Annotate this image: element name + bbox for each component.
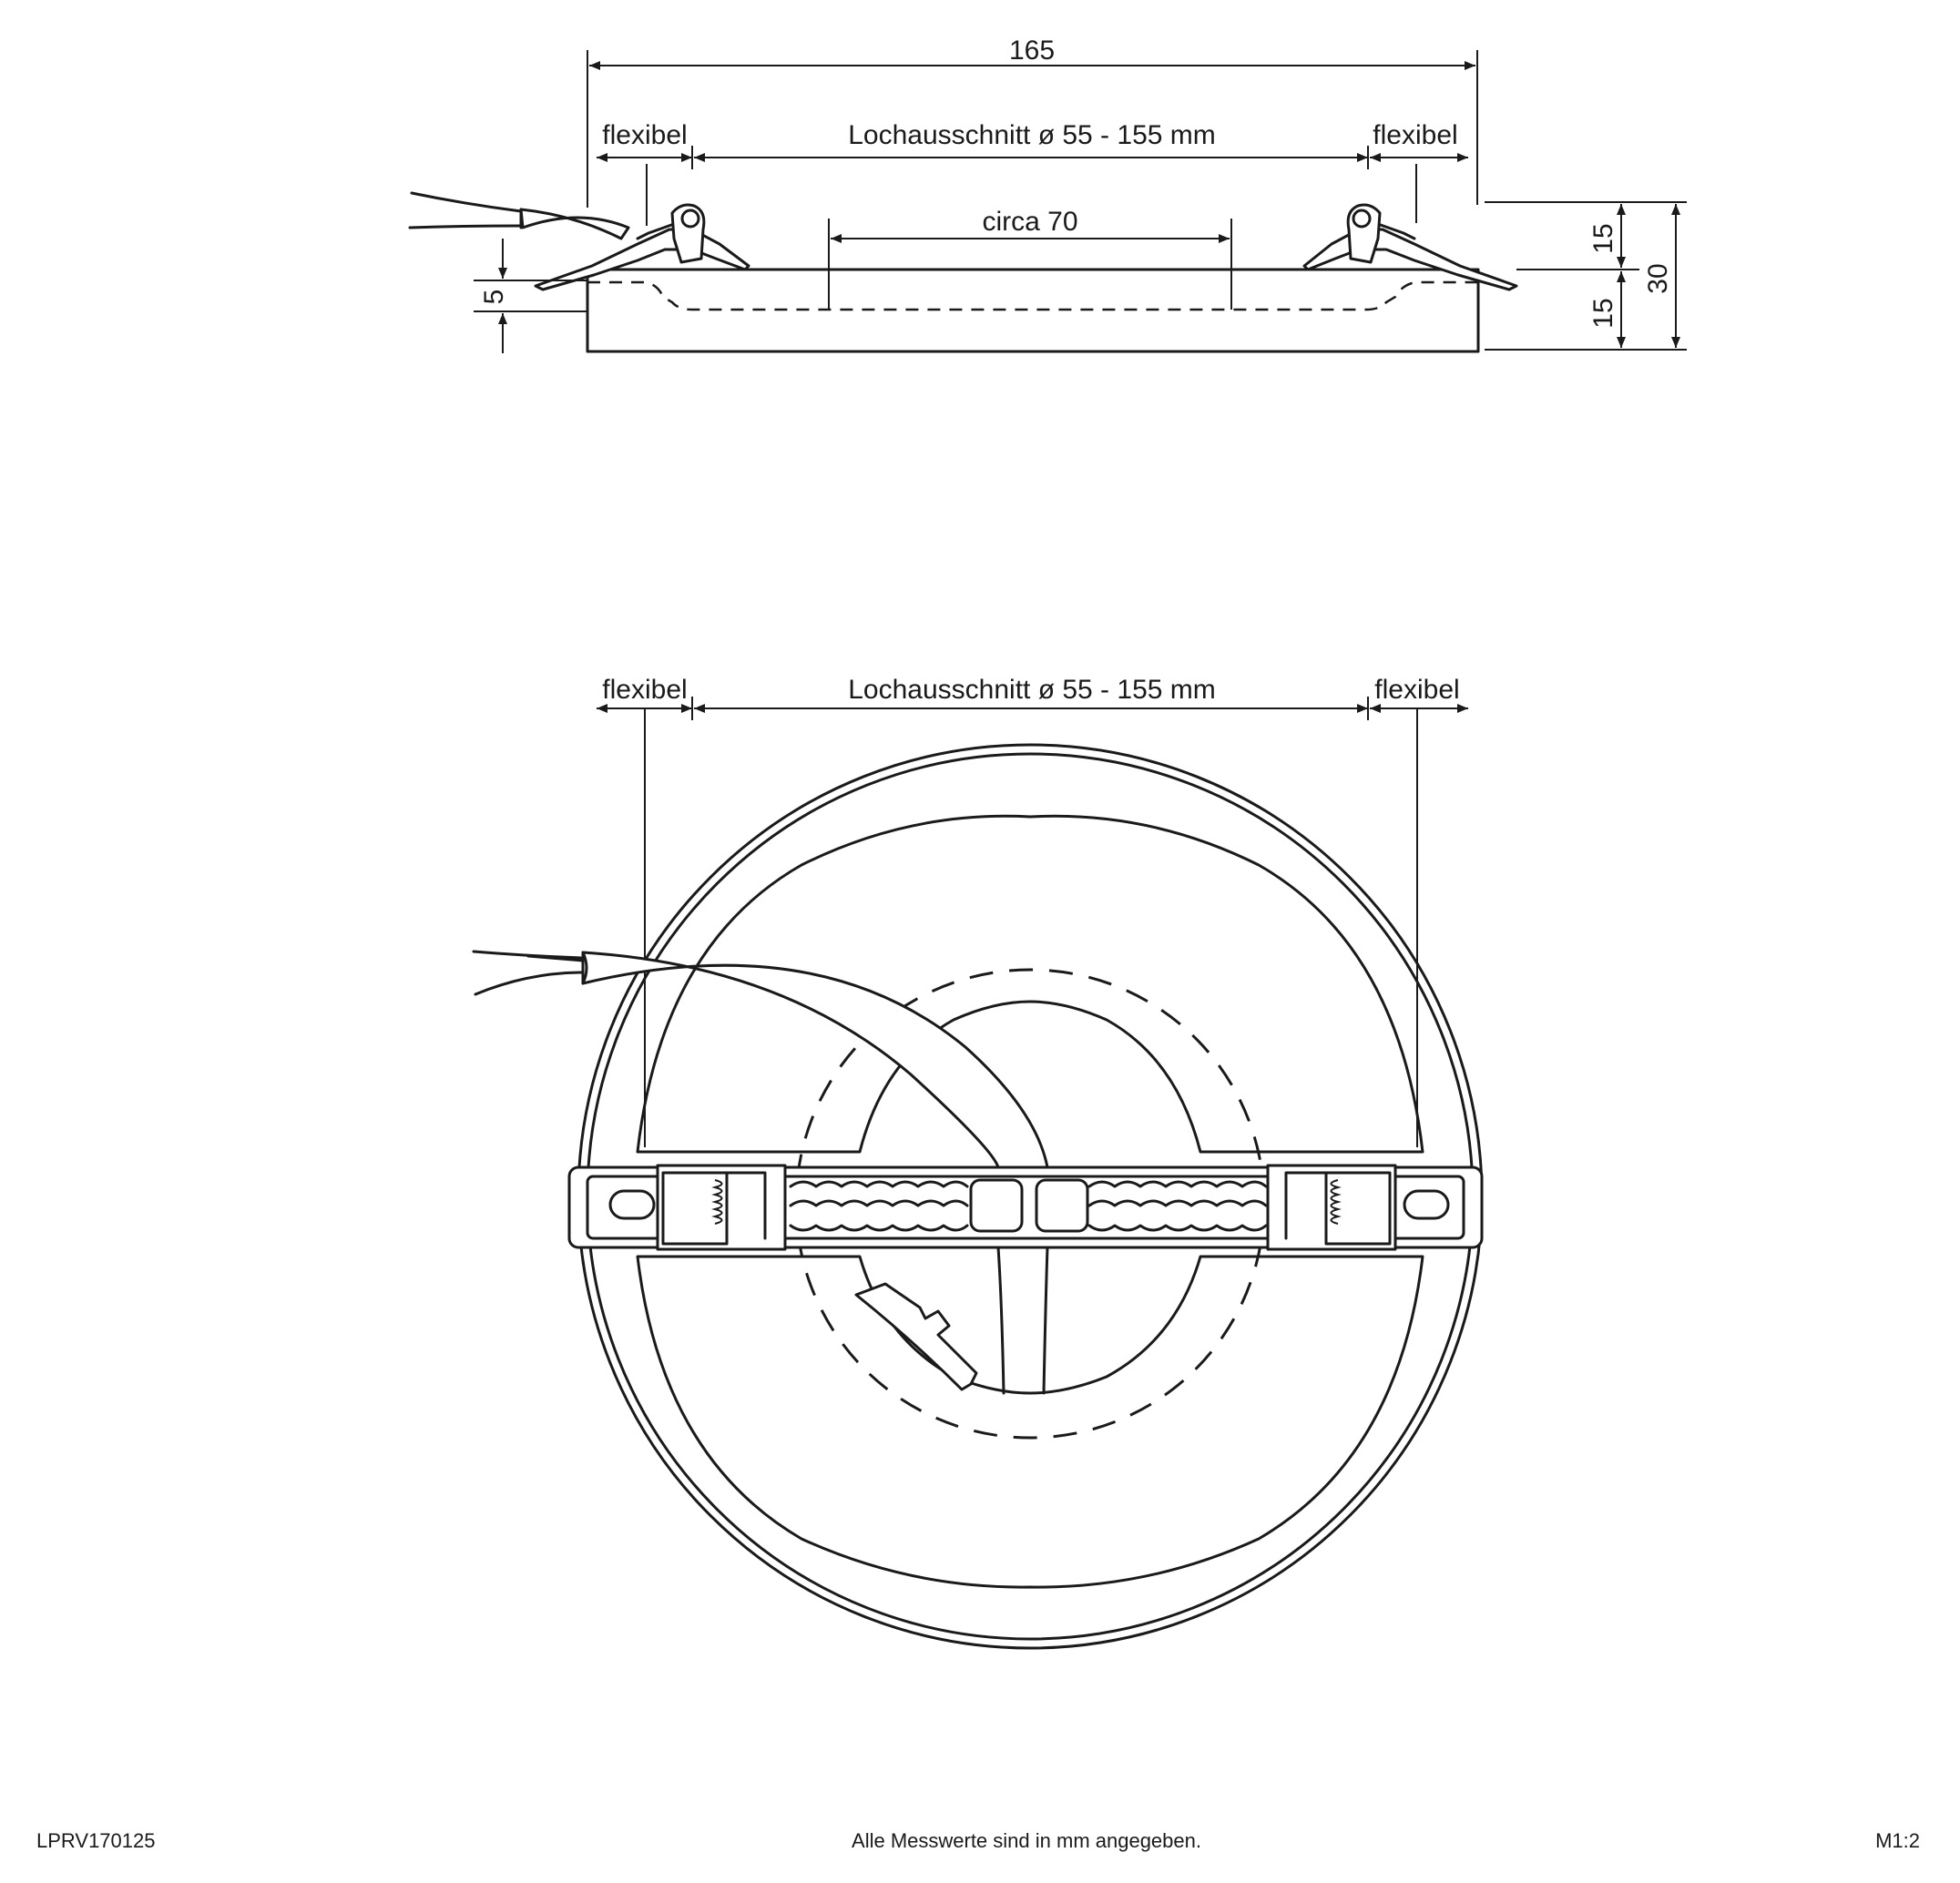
side-view: 165 flexibel Lochausschnitt ø 55 - 155 m… xyxy=(408,36,1687,353)
left-spring-clip xyxy=(534,203,750,291)
inner-ring-bottom xyxy=(636,1255,1424,1589)
side-cutout-label: Lochausschnitt ø 55 - 155 mm xyxy=(848,120,1216,150)
top-flex-left-label: flexibel xyxy=(602,675,687,705)
side-flex-right-label: flexibel xyxy=(1373,120,1457,150)
left-cable xyxy=(408,191,630,240)
right-spring-clip xyxy=(1302,203,1518,291)
height-30-label: 30 xyxy=(1643,263,1673,293)
dimension-165-label: 165 xyxy=(1009,36,1055,66)
thickness-5-label: 5 xyxy=(479,290,509,305)
circa-70-label: circa 70 xyxy=(982,207,1077,237)
top-flex-right-label: flexibel xyxy=(1374,675,1459,705)
driver-connector xyxy=(854,1282,978,1391)
top-cable xyxy=(472,950,1049,1395)
mounting-bar xyxy=(567,1164,1484,1251)
measurement-note: Alle Messwerte sind in mm angegeben. xyxy=(852,1829,1201,1852)
article-number: LPRV170125 xyxy=(36,1829,156,1852)
inner-ring-top xyxy=(636,814,1424,1154)
scale-label: M1:2 xyxy=(1875,1829,1920,1852)
top-view: flexibel Lochausschnitt ø 55 - 155 mm fl… xyxy=(472,675,1484,1650)
footer: LPRV170125 Alle Messwerte sind in mm ang… xyxy=(36,1829,1920,1852)
height-15-bottom-label: 15 xyxy=(1588,298,1618,328)
height-15-top-label: 15 xyxy=(1588,223,1618,253)
top-cutout-label: Lochausschnitt ø 55 - 155 mm xyxy=(848,675,1216,705)
side-flex-left-label: flexibel xyxy=(602,120,687,150)
internal-contour xyxy=(587,280,1477,311)
